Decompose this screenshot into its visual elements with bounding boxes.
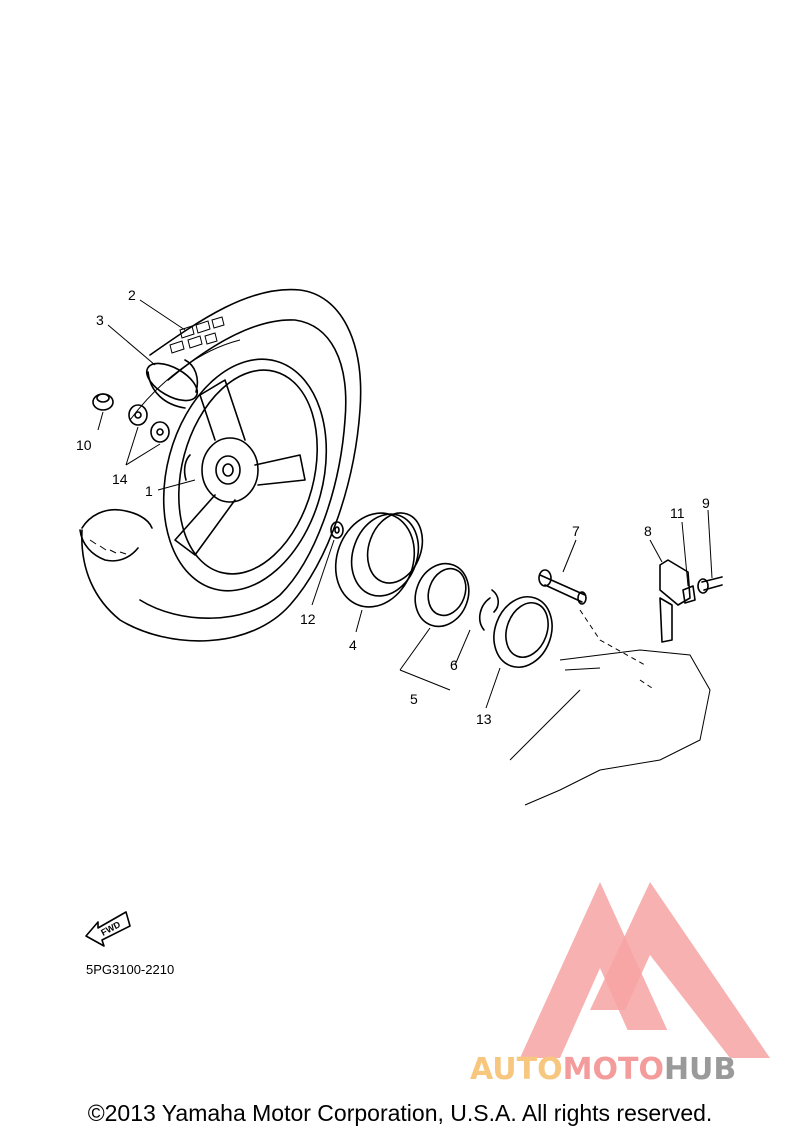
callout-6: 6: [450, 657, 458, 673]
brake-camshaft: [538, 569, 587, 605]
indicator-plate: [682, 585, 696, 604]
callout-13: 13: [476, 711, 492, 727]
watermark-moto: MOTO: [562, 1052, 664, 1087]
callout-2: 2: [128, 287, 136, 303]
diagram-code: 5PG3100-2210: [86, 962, 175, 977]
callouts: 2 3 10 14 1 12 4 5 6 13 7 8 11 9: [76, 287, 710, 727]
watermark-logo-icon: [520, 882, 770, 1058]
camshaft-lever: [659, 559, 691, 643]
shoe-spring: [478, 589, 500, 631]
callout-8: 8: [644, 523, 652, 539]
wheel-rim: [162, 358, 328, 592]
callout-12: 12: [300, 611, 316, 627]
callout-11: 11: [670, 505, 685, 521]
engine-case: [509, 609, 711, 806]
spacer: [330, 521, 344, 539]
bolt: [697, 576, 723, 594]
callout-9: 9: [702, 495, 710, 511]
callout-14: 14: [112, 471, 128, 487]
callout-4: 4: [349, 637, 357, 653]
watermark-text: AUTOMOTOHUB: [470, 1052, 736, 1087]
copyright-notice: ©2013 Yamaha Motor Corporation, U.S.A. A…: [87, 1100, 713, 1126]
washers: [128, 404, 170, 443]
fwd-arrow-icon: FWD: [85, 911, 131, 947]
callout-10: 10: [76, 437, 92, 453]
brake-drum: [334, 512, 424, 608]
oil-seal: [493, 596, 553, 668]
axle-nut: [92, 393, 114, 411]
watermark-auto: AUTO: [470, 1052, 563, 1087]
callout-1: 1: [145, 483, 153, 499]
callout-5: 5: [410, 691, 418, 707]
tire: [79, 288, 362, 642]
tube-section: [145, 359, 199, 409]
callout-3: 3: [96, 312, 104, 328]
watermark-hub: HUB: [663, 1052, 737, 1087]
callout-7: 7: [572, 523, 580, 539]
brake-shoes: [414, 562, 470, 628]
leader-lines: [97, 299, 713, 709]
